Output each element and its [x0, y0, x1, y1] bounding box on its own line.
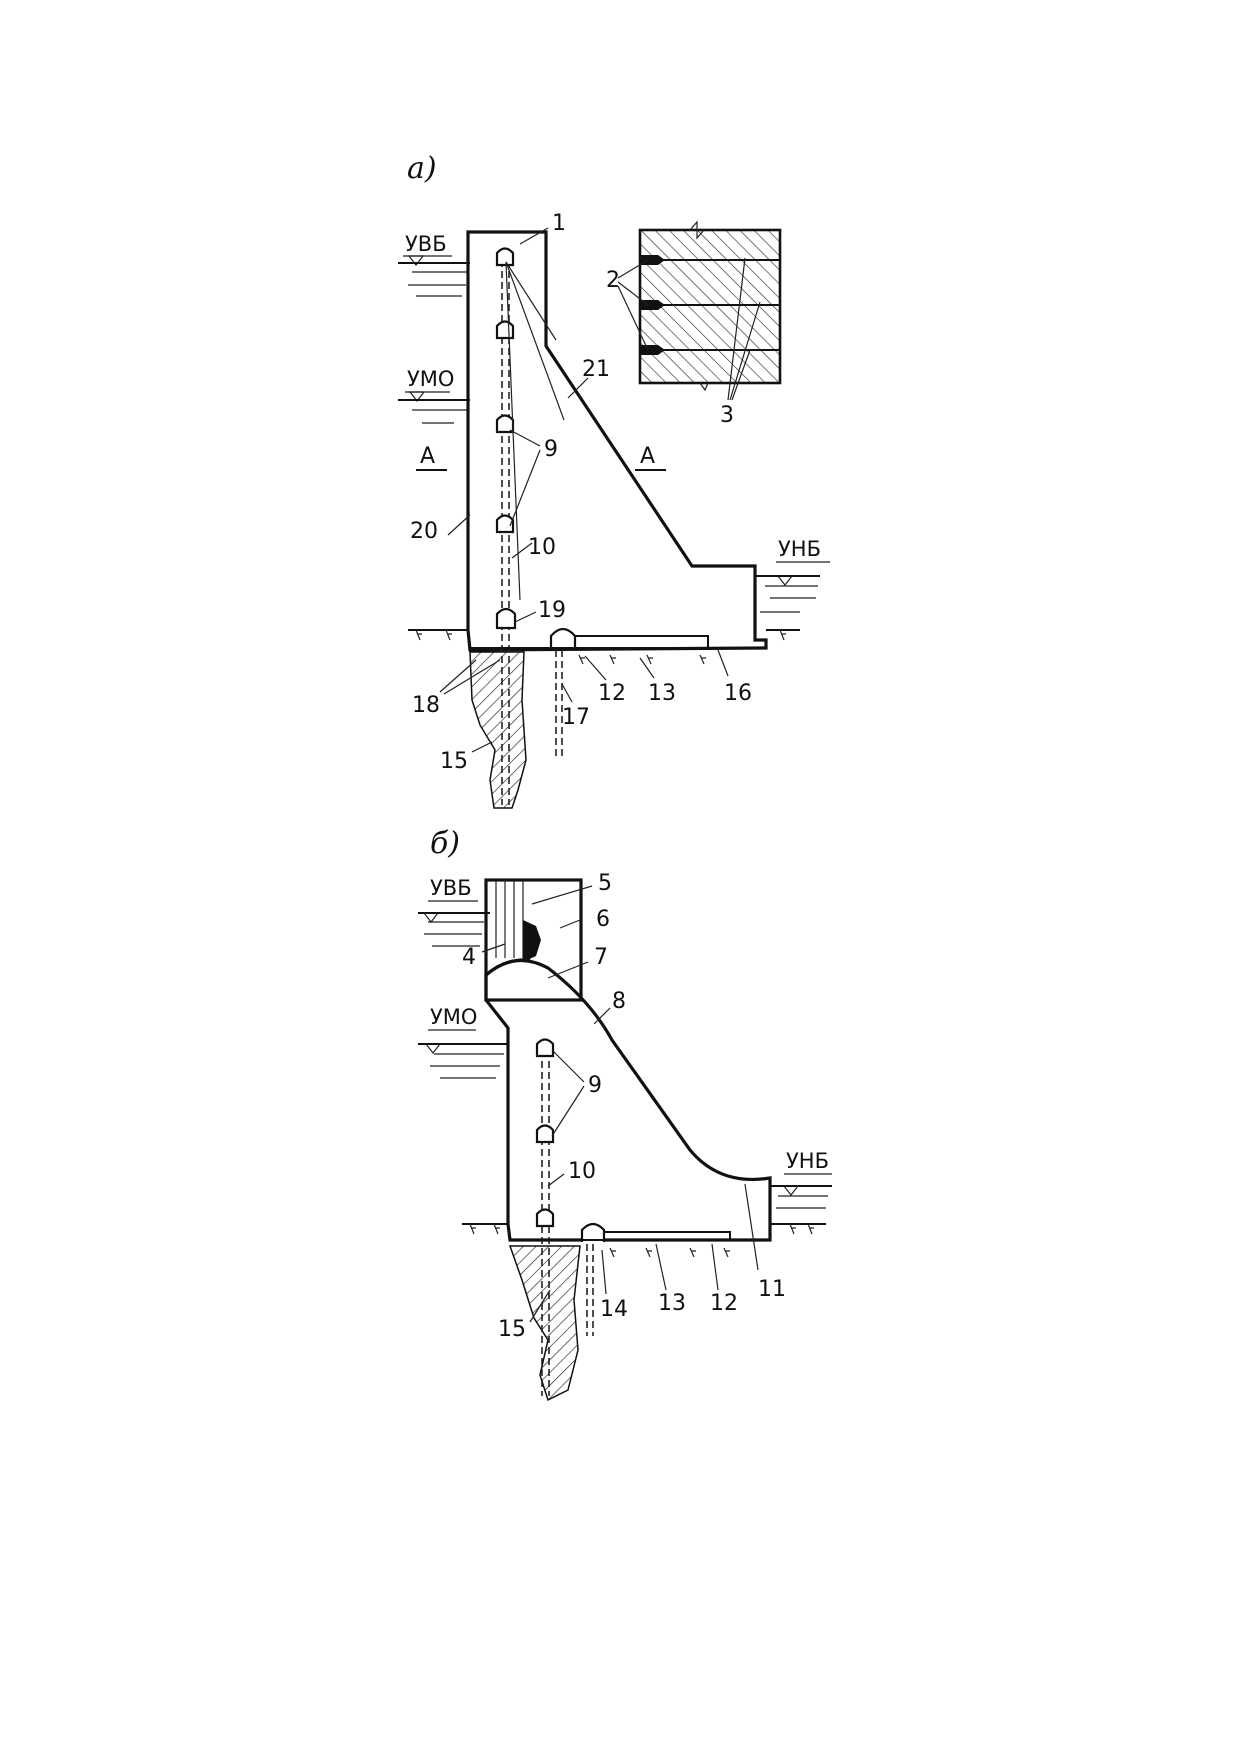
panel-b-upper-pool: УВБ: [418, 876, 490, 947]
panel-a-callout-2: 2: [606, 268, 620, 293]
panel-b-callout-5: 5: [598, 871, 612, 896]
panel-a-gallery-5: [495, 607, 517, 630]
panel-a-section-mark-left: А: [420, 444, 435, 469]
panel-a-dam-body: [466, 230, 768, 652]
panel-a-gallery-2: [495, 320, 515, 340]
panel-a-unb-label: УНБ: [778, 537, 821, 561]
panel-b-callout-14: 14: [600, 1297, 628, 1322]
panel-b-gate: [523, 920, 541, 962]
panel-b-callout-4: 4: [462, 945, 476, 970]
panel-b-callout-10: 10: [568, 1159, 596, 1184]
panel-b-callout-7: 7: [594, 945, 608, 970]
panel-a-lower-pool: УНБ: [756, 537, 830, 613]
panel-a-callout-13: 13: [648, 681, 676, 706]
panel-a-callout-3: 3: [720, 403, 734, 428]
panel-b-lower-pool: УНБ: [770, 1149, 832, 1209]
panel-a-callout-9: 9: [544, 437, 558, 462]
panel-a-gallery-3: [495, 414, 515, 434]
panel-a-base-gallery: [549, 627, 577, 648]
panel-a-dead-storage: УМО: [398, 367, 470, 424]
panel-b-gallery-1: [535, 1038, 555, 1058]
panel-b-callout-15: 15: [498, 1317, 526, 1342]
panel-b-callout-12: 12: [710, 1291, 738, 1316]
panel-b-callout-13: 13: [658, 1291, 686, 1316]
panel-a-caption: а): [407, 151, 437, 186]
panel-a-upper-pool: УВБ: [398, 232, 470, 297]
panel-a-callout-10: 10: [528, 535, 556, 560]
panel-b-dead-storage: УМО: [418, 1005, 508, 1079]
panel-b-uvb-label: УВБ: [430, 876, 472, 900]
panel-a-callout-20: 20: [410, 519, 438, 544]
panel-a-grout-curtain: [469, 651, 527, 809]
panel-b-callout-9: 9: [588, 1073, 602, 1098]
panel-a-gallery-1: [495, 247, 515, 267]
panel-b-callout-6: 6: [596, 907, 610, 932]
panel-a-callout-18: 18: [412, 693, 440, 718]
panel-b-callout-11: 11: [758, 1277, 786, 1302]
panel-a-umo-label: УМО: [407, 367, 454, 391]
panel-a-callout-1: 1: [552, 211, 566, 236]
panel-b-callout-8: 8: [612, 989, 626, 1014]
panel-a-uvb-label: УВБ: [405, 232, 447, 256]
panel-b-upper-block: [484, 878, 583, 1002]
panel-a-section-mark-right: А: [640, 444, 655, 469]
panel-b: б) УВБ: [418, 826, 832, 1402]
panel-b-dam-body: [484, 958, 772, 1242]
panel-a-inset-detail: [617, 220, 782, 401]
panel-a-callout-16: 16: [724, 681, 752, 706]
panel-a-callout-15: 15: [440, 749, 468, 774]
panel-a-callout-17: 17: [562, 705, 590, 730]
panel-a-callout-19: 19: [538, 598, 566, 623]
panel-b-grout-curtain: [508, 1245, 581, 1402]
panel-b-umo-label: УМО: [430, 1005, 477, 1029]
panel-b-base-gallery: [580, 1222, 606, 1242]
panel-a: а) УВБ УМО А А: [398, 151, 830, 809]
panel-a-callout-12: 12: [598, 681, 626, 706]
panel-b-unb-label: УНБ: [786, 1149, 829, 1173]
panel-b-gallery-3: [535, 1208, 555, 1228]
panel-a-callout-21: 21: [582, 357, 610, 382]
panel-b-caption: б): [430, 826, 460, 861]
panel-b-gallery-2: [535, 1124, 555, 1144]
